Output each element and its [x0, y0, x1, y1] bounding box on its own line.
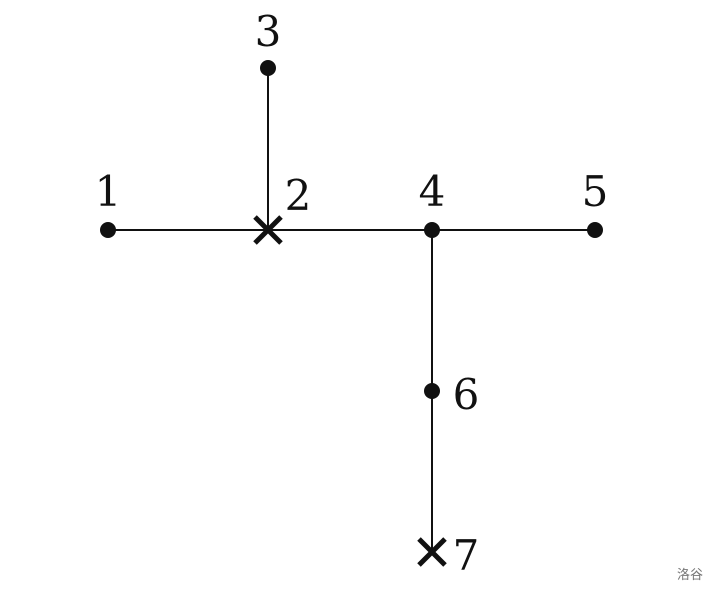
node-1-label: 1	[95, 167, 122, 216]
node-7-cross	[417, 537, 447, 567]
node-3-label: 3	[255, 7, 282, 56]
node-1-dot	[100, 222, 116, 238]
node-4-dot	[424, 222, 440, 238]
node-5-label: 5	[582, 167, 609, 216]
node-3-dot	[260, 60, 276, 76]
watermark: 洛谷	[676, 568, 703, 583]
node-7-label: 7	[453, 531, 480, 580]
node-6-label: 6	[453, 370, 480, 419]
node-6-dot	[424, 383, 440, 399]
node-2-cross	[253, 215, 283, 245]
node-2-label: 2	[285, 171, 312, 220]
node-5-dot	[587, 222, 603, 238]
node-4-label: 4	[419, 167, 446, 216]
